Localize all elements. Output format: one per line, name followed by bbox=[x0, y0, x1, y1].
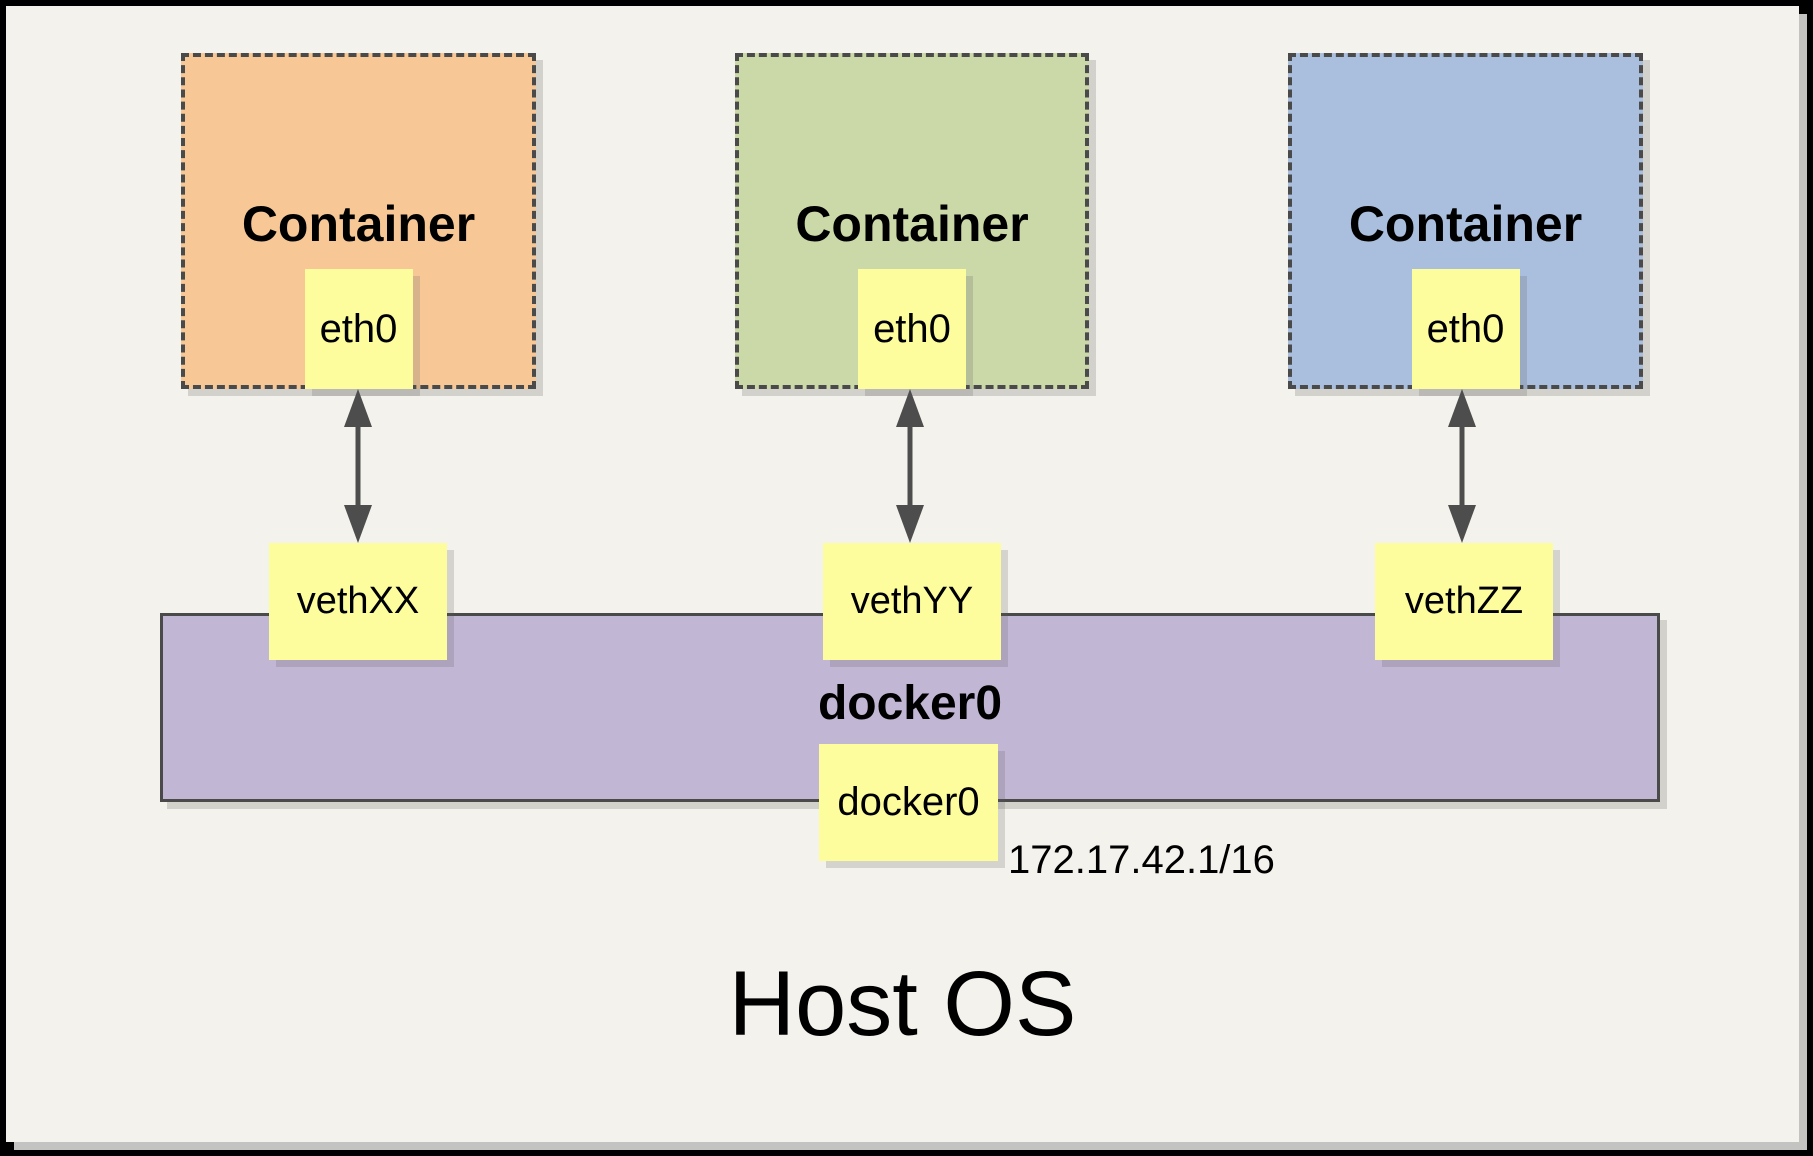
bridge-ip-label: 172.17.42.1/16 bbox=[1008, 838, 1275, 882]
eth0-box-3: eth0 bbox=[1411, 269, 1520, 389]
vethxx-label: vethXX bbox=[296, 580, 420, 622]
eth0-label-3: eth0 bbox=[1426, 306, 1505, 351]
bidirectional-arrow-icon-3 bbox=[1442, 389, 1482, 543]
eth0-box-1: eth0 bbox=[304, 269, 413, 389]
container-box-1: Container eth0 bbox=[181, 53, 536, 389]
diagram-canvas: Container eth0 Container eth0 Container … bbox=[6, 6, 1799, 1142]
bidirectional-arrow-icon-1 bbox=[338, 389, 378, 543]
vethxx-box: vethXX bbox=[269, 543, 447, 660]
host-os-label: Host OS bbox=[728, 953, 1077, 1055]
docker0-interface-label: docker0 bbox=[837, 780, 980, 824]
eth0-box-2: eth0 bbox=[858, 269, 966, 389]
container-title-3: Container bbox=[1348, 196, 1583, 252]
container-title-2: Container bbox=[795, 196, 1029, 252]
vethyy-label: vethYY bbox=[850, 580, 974, 622]
vethzz-label: vethZZ bbox=[1404, 580, 1524, 622]
container-box-3: Container eth0 bbox=[1288, 53, 1643, 389]
vethyy-box: vethYY bbox=[823, 543, 1001, 660]
container-box-2: Container eth0 bbox=[735, 53, 1089, 389]
eth0-label-1: eth0 bbox=[319, 306, 398, 351]
container-title-1: Container bbox=[241, 196, 476, 252]
vethzz-box: vethZZ bbox=[1375, 543, 1553, 660]
docker0-interface-box: docker0 bbox=[819, 744, 998, 861]
docker0-bridge-title: docker0 bbox=[817, 677, 1003, 730]
eth0-label-2: eth0 bbox=[873, 306, 951, 351]
bidirectional-arrow-icon-2 bbox=[890, 389, 930, 543]
